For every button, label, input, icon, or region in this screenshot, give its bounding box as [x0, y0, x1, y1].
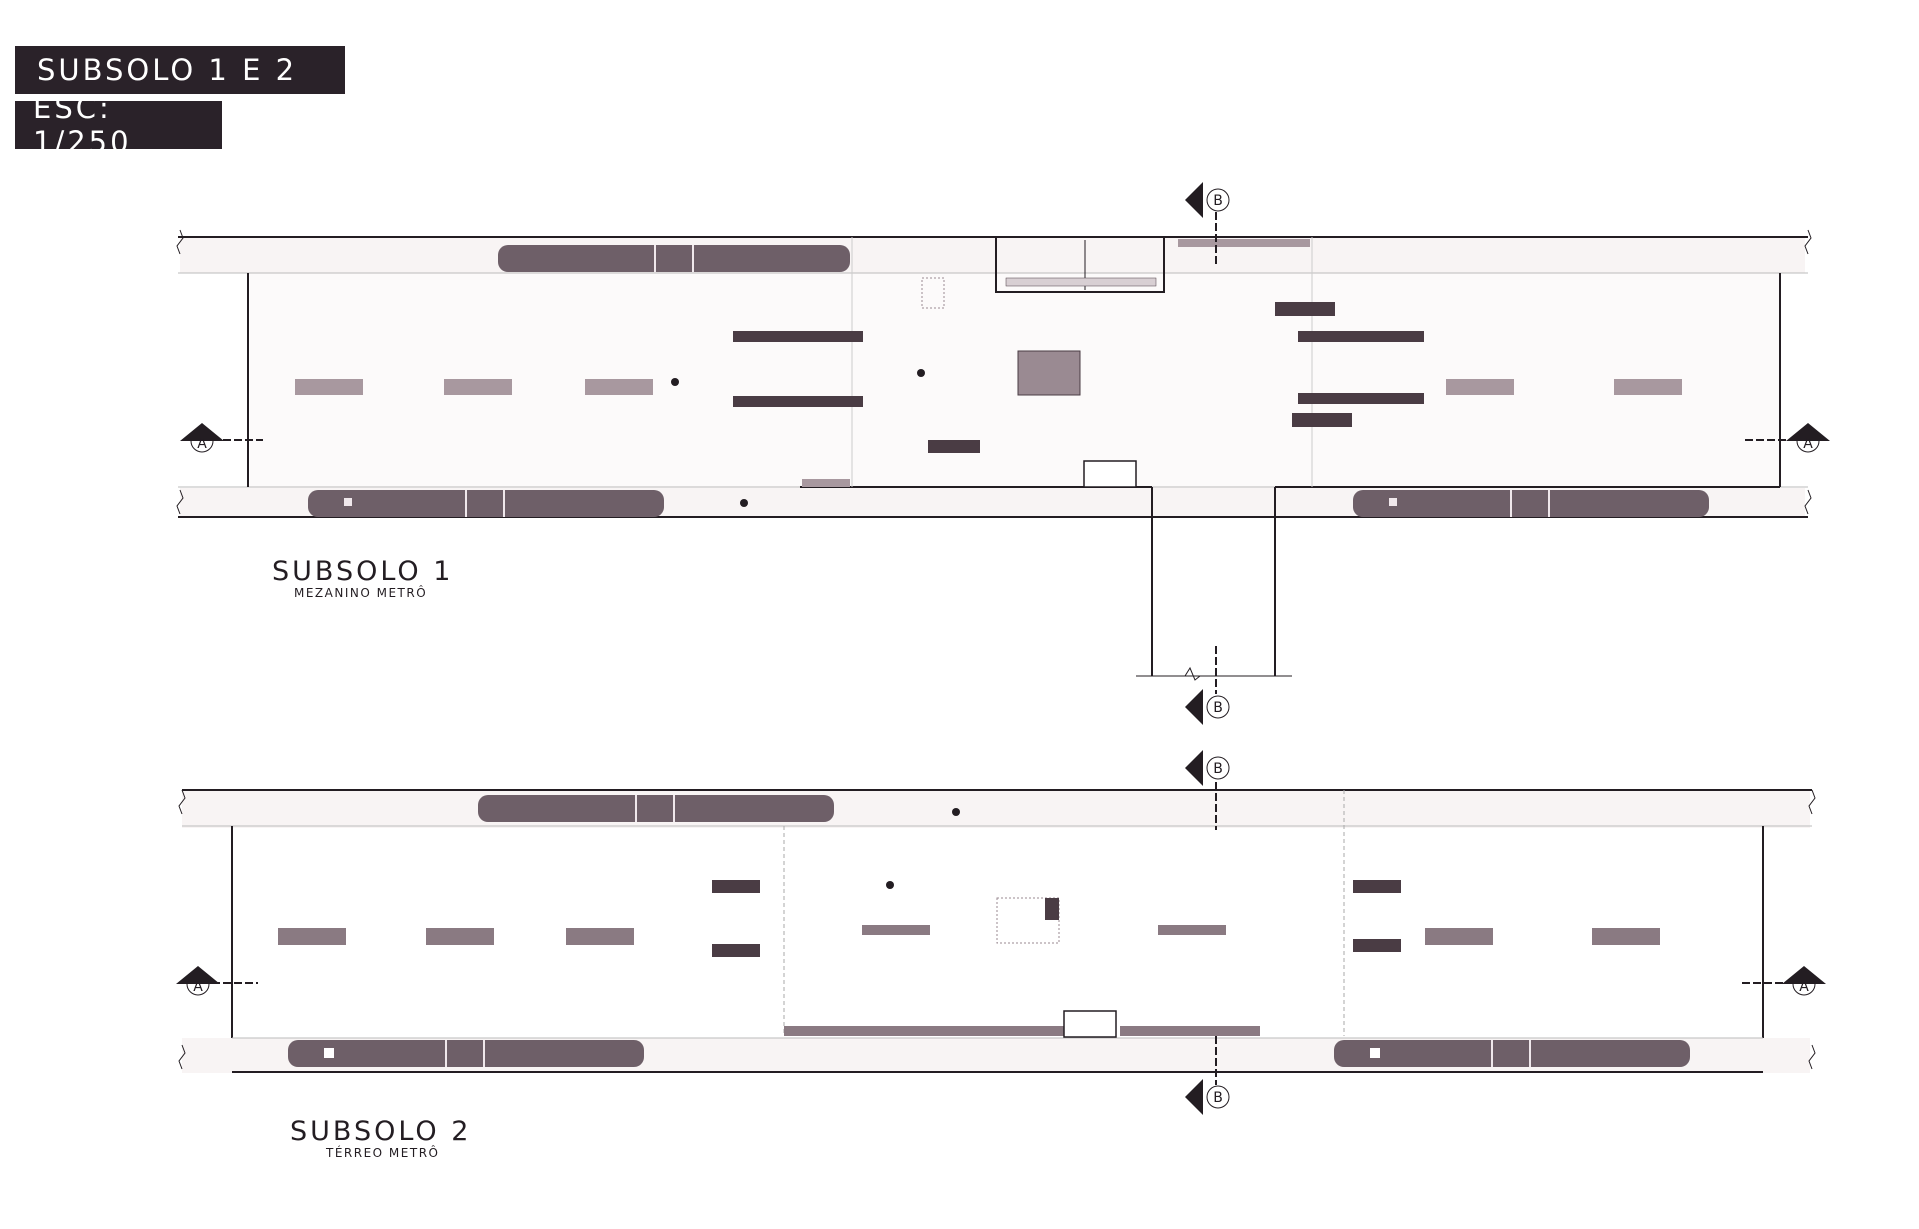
marker-a-label: A — [197, 436, 207, 452]
marker-a-label: A — [193, 979, 203, 995]
level-marks-s1 — [671, 369, 925, 507]
ticket-area — [995, 236, 1165, 293]
bench-groups-s2 — [278, 925, 1660, 1036]
marker-a-label: A — [1803, 436, 1813, 452]
train-bottom-right-s2 — [1334, 1040, 1690, 1067]
platform-track-band-top — [180, 238, 1805, 273]
subsolo-2-plan: A A B B SUBSOLO 2 TÉRREO METRÔ — [176, 750, 1826, 1160]
train-top-left — [498, 245, 850, 272]
section-marker-b-bottom-s2: B — [1185, 1036, 1230, 1115]
marker-b-label: B — [1213, 193, 1223, 209]
plan-title-s1: SUBSOLO 1 — [272, 556, 453, 587]
elevator-s2 — [1063, 1010, 1117, 1038]
stair-void-s2 — [996, 897, 1060, 944]
marker-b-label: B — [1213, 700, 1223, 716]
marker-b-label: B — [1213, 1090, 1223, 1106]
train-bottom-left — [308, 490, 664, 517]
central-stair — [1017, 350, 1081, 396]
escalators-s2 — [712, 880, 1401, 957]
train-bottom-left-s2 — [288, 1040, 644, 1067]
section-marker-b-bottom-s1: B — [1185, 646, 1230, 725]
plan-subtitle-s1: MEZANINO METRÔ — [294, 585, 427, 600]
level-marks-s2 — [886, 808, 960, 889]
section-marker-a-left-s1: A — [180, 423, 263, 453]
subsolo-1-plan: A A B B SUBSOLO 1 MEZANINO METRÔ — [176, 182, 1830, 725]
marker-a-label: A — [1799, 979, 1809, 995]
section-marker-b-top-s1: B — [1185, 182, 1230, 265]
escalators-s1 — [733, 302, 1424, 453]
train-top-s2 — [478, 795, 834, 822]
section-marker-b-top-s2: B — [1185, 750, 1230, 830]
plan-title-s2: SUBSOLO 2 — [290, 1116, 471, 1147]
plan-subtitle-s2: TÉRREO METRÔ — [325, 1145, 439, 1160]
section-marker-a-left-s2: A — [176, 966, 258, 996]
section-marker-a-right-s1: A — [1745, 423, 1830, 453]
section-marker-a-right-s2: A — [1742, 966, 1826, 996]
marker-b-label: B — [1213, 761, 1223, 777]
sheet-title: SUBSOLO 1 E 2 — [15, 46, 345, 94]
elevator-s1 — [1083, 460, 1137, 488]
bench-groups-s1 — [295, 239, 1682, 487]
track-band-top-s2 — [182, 790, 1810, 828]
train-bottom-right — [1353, 490, 1709, 517]
